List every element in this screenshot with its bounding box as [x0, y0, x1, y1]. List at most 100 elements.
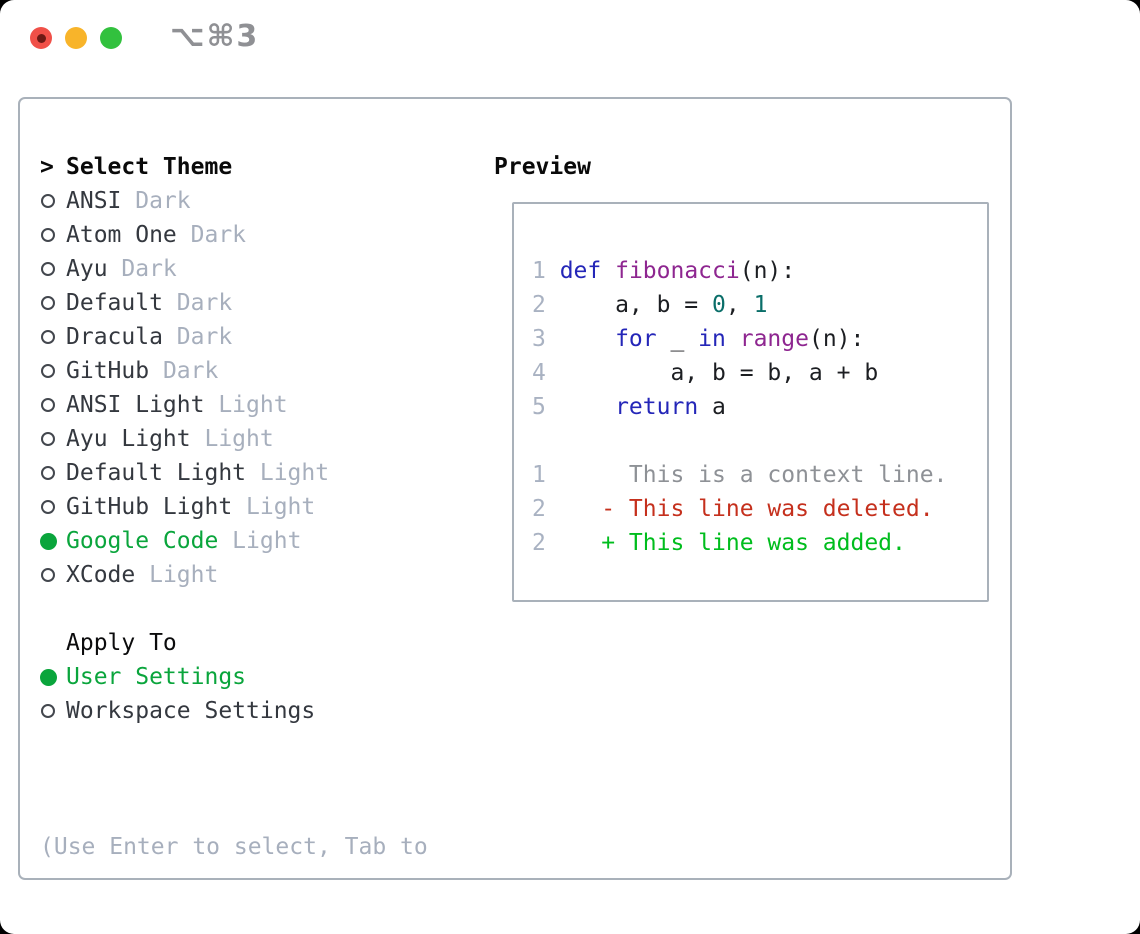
theme-variant-badge: Light: [246, 460, 330, 486]
radio-icon: [41, 398, 55, 412]
theme-variant-badge: Dark: [149, 358, 219, 384]
line-number: 4: [532, 360, 546, 386]
code-line: 3 for _ in range(n):: [532, 322, 987, 356]
token-num: 0: [712, 292, 726, 318]
theme-option-google-code[interactable]: Google Code Light: [40, 524, 490, 558]
theme-option-ayu[interactable]: Ayu Dark: [40, 252, 490, 286]
theme-variant-badge: Light: [204, 392, 288, 418]
theme-option-ansi-light[interactable]: ANSI Light Light: [40, 388, 490, 422]
diff-preview: 1 This is a context line.2 - This line w…: [532, 458, 987, 560]
radio-icon: [41, 262, 55, 276]
theme-name: Dracula: [66, 324, 163, 350]
theme-name: Ayu Light: [66, 426, 191, 452]
theme-variant-badge: Dark: [121, 188, 191, 214]
theme-option-dracula[interactable]: Dracula Dark: [40, 320, 490, 354]
window-title: ⌥⌘3: [170, 19, 260, 54]
spacer: [40, 728, 490, 762]
theme-option-ayu-light[interactable]: Ayu Light Light: [40, 422, 490, 456]
apply-option-user-settings[interactable]: User Settings: [40, 660, 490, 694]
token-num: 1: [753, 292, 768, 318]
preview-title: Preview: [494, 154, 591, 180]
theme-option-xcode[interactable]: XCode Light: [40, 558, 490, 592]
line-number: 5: [532, 394, 546, 420]
token-del: - This line was deleted.: [559, 496, 934, 522]
theme-option-atom-one[interactable]: Atom One Dark: [40, 218, 490, 252]
help-text: (Use Enter to select, Tab to change focu…: [40, 762, 490, 934]
line-number: 2: [532, 496, 546, 522]
token-plain: (n):: [739, 258, 796, 284]
diff-line: 2 - This line was deleted.: [532, 492, 987, 526]
theme-option-default-light[interactable]: Default Light Light: [40, 456, 490, 490]
theme-variant-badge: Light: [135, 562, 219, 588]
theme-option-ansi[interactable]: ANSI Dark: [40, 184, 490, 218]
select-theme-header: > Select Theme: [40, 150, 490, 184]
diff-line: 1 This is a context line.: [532, 458, 987, 492]
apply-to-title: Apply To: [66, 630, 177, 656]
close-button[interactable]: [30, 27, 52, 49]
spacer: [532, 424, 987, 458]
theme-variant-badge: Light: [218, 528, 302, 554]
radio-icon: [41, 330, 55, 344]
theme-name: Google Code: [66, 528, 219, 554]
line-number: 2: [532, 530, 546, 556]
radio-icon: [41, 432, 55, 446]
token-fn: range: [739, 326, 809, 352]
token-kw: for: [615, 326, 657, 352]
theme-option-github[interactable]: GitHub Dark: [40, 354, 490, 388]
radio-icon: [41, 568, 55, 582]
maximize-button[interactable]: [100, 27, 122, 49]
theme-option-default[interactable]: Default Dark: [40, 286, 490, 320]
traffic-lights: [30, 27, 122, 49]
line-number: 2: [532, 292, 546, 318]
theme-variant-badge: Light: [190, 426, 274, 452]
radio-icon: [41, 296, 55, 310]
titlebar: ⌥⌘3: [0, 0, 1140, 97]
theme-variant-badge: Light: [232, 494, 316, 520]
theme-option-github-light[interactable]: GitHub Light Light: [40, 490, 490, 524]
theme-name: Default Light: [66, 460, 247, 486]
theme-variant-badge: Dark: [176, 222, 247, 248]
radio-icon: [41, 364, 55, 378]
theme-variant-badge: Dark: [162, 290, 233, 316]
token-plain: ,: [725, 292, 754, 318]
line-number: 3: [532, 326, 546, 352]
theme-name: XCode: [66, 562, 136, 588]
token-plain: (n):: [808, 326, 865, 352]
line-number: 1: [532, 258, 546, 284]
token-plain: [726, 326, 740, 352]
apply-option-label: User Settings: [66, 664, 247, 690]
theme-name: Ayu: [66, 256, 108, 282]
token-fn: fibonacci: [615, 258, 740, 284]
theme-name: GitHub Light: [66, 494, 233, 520]
radio-selected-icon: [40, 532, 57, 550]
close-active-dot: [36, 33, 46, 43]
theme-name: ANSI Light: [66, 392, 205, 418]
radio-selected-icon: [40, 668, 57, 686]
prompt-caret-icon: >: [40, 154, 54, 180]
token-plain: a: [698, 394, 726, 420]
theme-variant-badge: Dark: [107, 256, 177, 282]
apply-option-workspace-settings[interactable]: Workspace Settings: [40, 694, 490, 728]
code-line: 4 a, b = b, a + b: [532, 356, 987, 390]
minimize-button[interactable]: [65, 27, 87, 49]
theme-name: GitHub: [66, 358, 150, 384]
token-plain: _: [656, 326, 699, 352]
theme-name: ANSI: [66, 188, 122, 214]
select-theme-title: Select Theme: [66, 154, 233, 180]
token-plain: [560, 394, 615, 420]
token-ctx: This is a context line.: [559, 462, 948, 488]
diff-line: 2 + This line was added.: [532, 526, 987, 560]
apply-to-header: Apply To: [40, 626, 490, 660]
token-plain: a, b =: [559, 292, 713, 318]
token-plain: [560, 326, 615, 352]
spacer: [40, 592, 490, 626]
theme-name: Default: [66, 290, 163, 316]
token-plain: [601, 258, 615, 284]
